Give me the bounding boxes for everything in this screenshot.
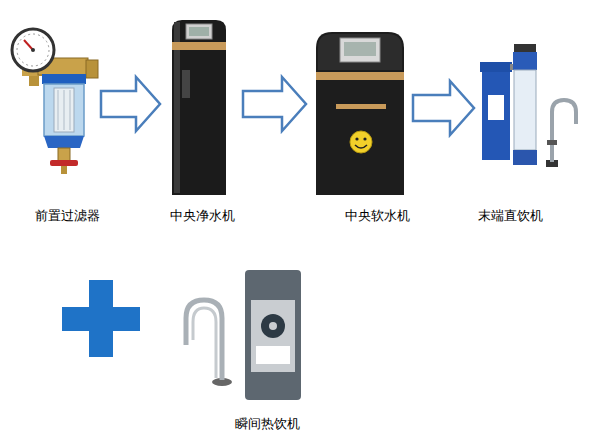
terminal-purifier-picture: [480, 44, 576, 167]
hot-drink-picture-part: [256, 346, 290, 364]
pre-filter-picture-part: [44, 136, 84, 148]
hot-drink-picture-part: [193, 308, 216, 378]
product-label: 瞬间热饮机: [178, 416, 300, 432]
softener-picture-part: [350, 131, 372, 153]
terminal-purifier-picture-part: [547, 140, 557, 145]
terminal-purifier-picture-part: [513, 52, 537, 70]
product-label: 中央软水机: [310, 208, 410, 224]
purifier-picture: [172, 20, 226, 195]
softener-picture-part: [363, 137, 366, 140]
pre-filter-picture-part: [42, 74, 86, 84]
flow-arrow: [413, 81, 474, 135]
pre-filter-picture-part: [70, 90, 71, 130]
product-item: 中央净水机: [162, 12, 242, 224]
softener-picture-part: [318, 34, 402, 70]
pre-filter-picture-part: [58, 148, 70, 161]
softener-picture-part: [336, 104, 386, 109]
product-label: 前置过滤器: [4, 208, 100, 224]
hot-drink-picture-part: [261, 314, 285, 338]
hot-drink-picture-part: [251, 300, 295, 372]
purifier-picture-part: [186, 24, 212, 39]
terminal-purifier-picture-part: [514, 70, 536, 150]
purifier-picture-part: [189, 27, 209, 36]
product-item: 中央软水机: [308, 12, 412, 224]
pre-filter-picture: [12, 29, 98, 174]
terminal-purifier-picture-part: [480, 62, 512, 72]
softener-picture-part: [355, 137, 358, 140]
terminal-purifier-picture-part: [552, 100, 576, 162]
flow-arrow: [243, 77, 306, 131]
product-label: 中央净水机: [162, 208, 242, 224]
pre-filter-picture-part: [50, 160, 78, 166]
product-item: 瞬间热饮机: [174, 262, 304, 432]
pre-filter-picture-part: [12, 29, 54, 71]
softener-picture-part: [344, 42, 376, 56]
softener-picture-part: [316, 72, 404, 80]
product-label: 末端直饮机: [478, 208, 586, 224]
hot-drink-picture-part: [245, 270, 301, 400]
hot-drink-picture-part: [186, 300, 222, 380]
pre-filter-picture-part: [86, 60, 98, 78]
purifier-picture-part: [172, 42, 226, 50]
pre-filter-picture-part: [44, 84, 84, 136]
terminal-purifier-picture-part: [488, 95, 504, 120]
product-item: 前置过滤器: [4, 12, 100, 224]
pre-filter-picture-part: [17, 34, 49, 66]
pre-filter-picture-part: [61, 166, 67, 174]
pre-filter-picture-part: [64, 90, 65, 130]
pre-filter-picture-part: [58, 90, 59, 130]
pre-filter-picture-part: [54, 88, 74, 132]
flow-arrow: [101, 77, 160, 131]
plus-sign: [62, 280, 140, 357]
softener-picture-part: [316, 32, 404, 195]
purifier-picture-part: [172, 20, 226, 195]
hot-drink-picture: [186, 270, 301, 400]
terminal-purifier-picture-part: [482, 72, 510, 160]
pre-filter-picture-part: [24, 40, 33, 50]
purifier-picture-part: [182, 70, 190, 98]
terminal-purifier-picture-part: [513, 150, 537, 165]
softener-picture-part: [340, 38, 380, 62]
softener-picture-part: [355, 145, 367, 148]
product-item: 末端直饮机: [476, 12, 588, 224]
pre-filter-picture-part: [31, 48, 35, 52]
terminal-purifier-picture-part: [514, 44, 536, 52]
hot-drink-picture-part: [269, 322, 277, 330]
softener-picture: [316, 32, 404, 195]
plus-sign-part: [89, 280, 113, 357]
